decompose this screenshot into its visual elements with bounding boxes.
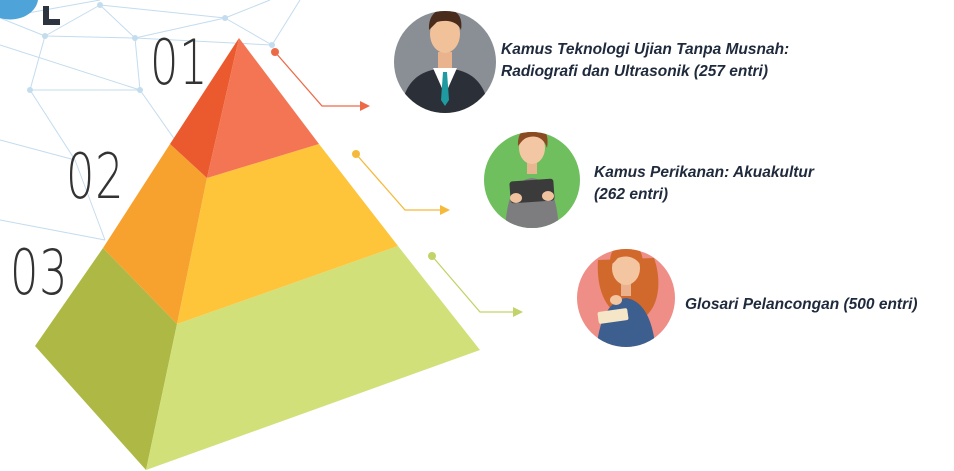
woman-book-avatar xyxy=(577,249,675,347)
pyramid-level-1-left-face xyxy=(170,38,239,178)
pyramid-level-3-left-face xyxy=(35,248,177,470)
network-background xyxy=(0,0,301,241)
level-1-number: 01 xyxy=(150,26,209,99)
level-1-label: Kamus Teknologi Ujian Tanpa Musnah: Radi… xyxy=(501,39,846,83)
level-1-label-line-1: Kamus Teknologi Ujian Tanpa Musnah: xyxy=(501,41,790,58)
level-2-label-line-1: Kamus Perikanan: Akuakultur xyxy=(594,164,814,181)
network-nodes xyxy=(27,2,275,93)
woman-tablet-avatar xyxy=(484,132,580,228)
businessman-avatar xyxy=(394,11,496,113)
level-3-label-line-1: Glosari Pelancongan (500 entri) xyxy=(685,296,918,313)
corner-bracket-icon xyxy=(43,6,60,25)
pyramid-level-1-right-face xyxy=(207,38,319,178)
corner-logo-circle xyxy=(0,0,38,20)
level-2-number: 02 xyxy=(66,140,125,213)
level-3-number: 03 xyxy=(10,236,69,309)
pyramid xyxy=(35,38,480,470)
level-2-label: Kamus Perikanan: Akuakultur (262 entri) xyxy=(594,162,874,206)
pyramid-level-3-right-face xyxy=(146,246,480,470)
level-2-label-line-2: (262 entri) xyxy=(594,186,669,203)
connector-3 xyxy=(428,252,523,317)
pyramid-level-2-left-face xyxy=(103,144,207,324)
level-3-label: Glosari Pelancongan (500 entri) xyxy=(685,294,953,316)
level-1-label-line-2: Radiografi dan Ultrasonik (257 entri) xyxy=(501,63,768,80)
connector-2 xyxy=(352,150,450,215)
connector-1 xyxy=(271,48,370,111)
pyramid-level-2-right-face xyxy=(177,144,398,324)
